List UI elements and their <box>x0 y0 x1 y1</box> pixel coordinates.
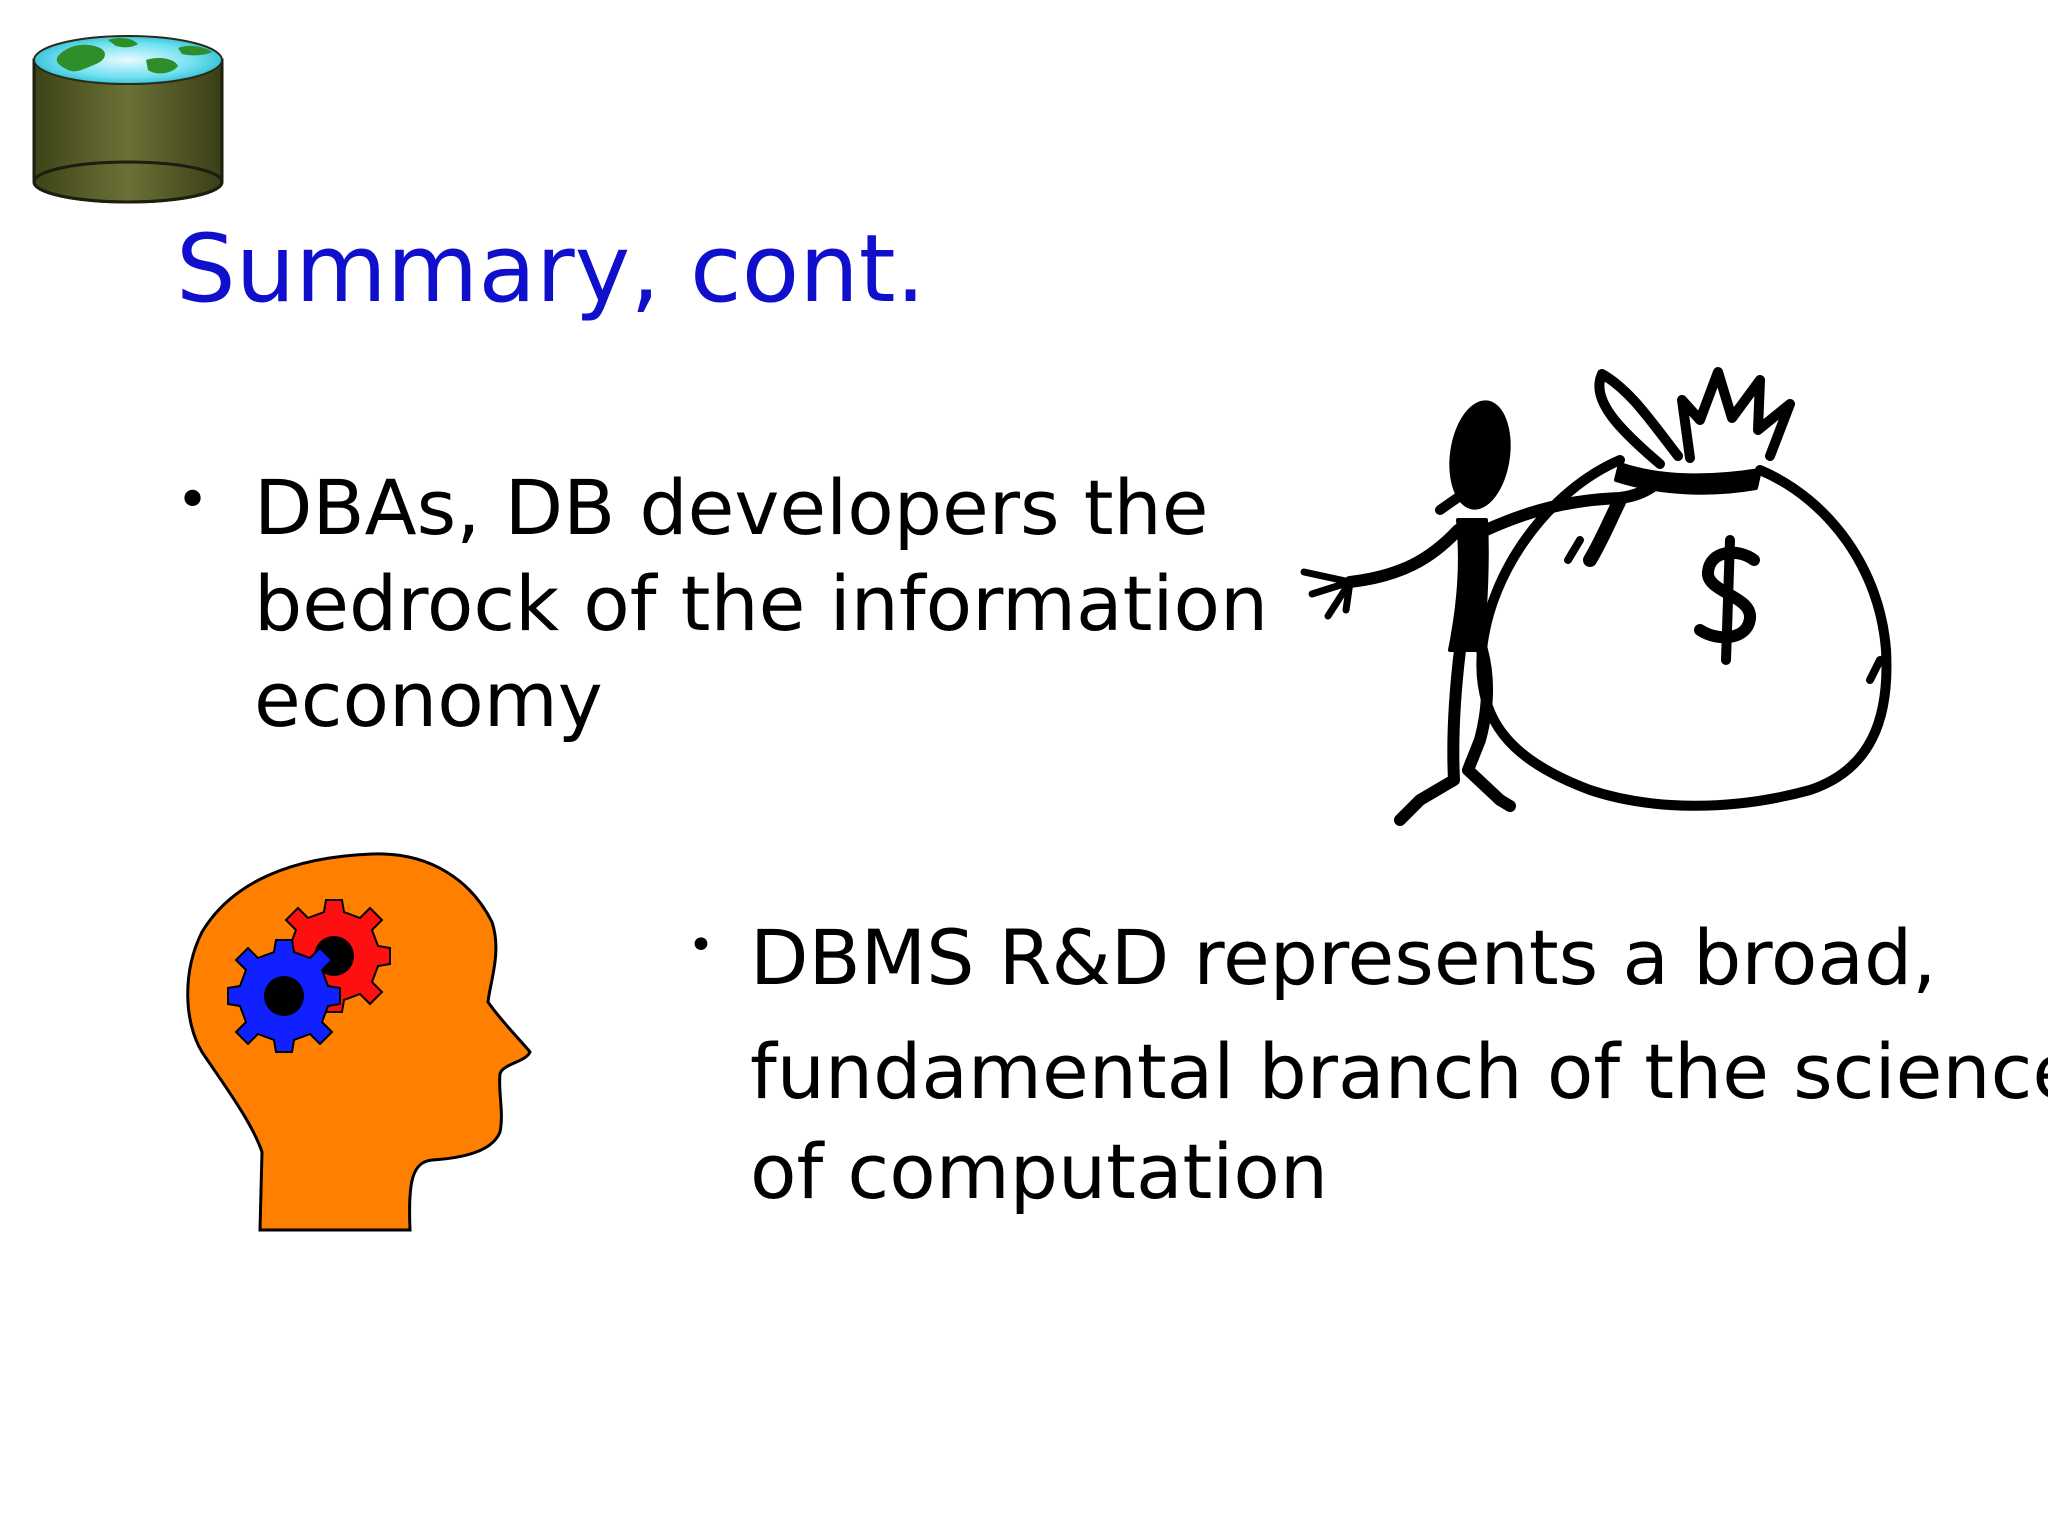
database-globe-icon <box>32 35 224 204</box>
bullet-text: DBMS R&D represents a broad, fundamental… <box>750 908 2048 1222</box>
bullet-line: DBAs, DB developers the <box>254 463 1209 552</box>
bullet-line: economy <box>254 655 603 744</box>
bullet-line: bedrock of the information <box>254 559 1269 648</box>
bullet-line: fundamental branch of the science <box>750 1027 2048 1116</box>
bullet-text: DBAs, DB developers the bedrock of the i… <box>254 460 1268 748</box>
man-with-money-bag-icon <box>1300 367 1892 826</box>
bullet-line: of computation <box>750 1127 1329 1216</box>
blue-gear <box>227 939 341 1053</box>
head-with-gears-icon <box>186 852 532 1232</box>
bullet-marker: • <box>176 468 210 533</box>
bullet-line: DBMS R&D represents a broad, <box>750 913 1937 1002</box>
bullet-marker: • <box>688 920 714 971</box>
slide-title: Summary, cont. <box>176 215 926 324</box>
